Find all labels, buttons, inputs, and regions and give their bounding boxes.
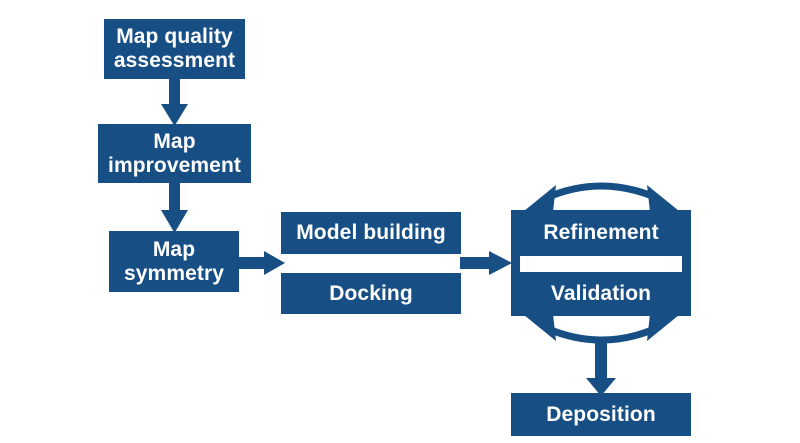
- node-deposition[interactable]: Deposition: [511, 393, 691, 436]
- cycle-block-left-rail: [511, 256, 520, 273]
- node-map-quality-assessment[interactable]: Map quality assessment: [104, 19, 245, 79]
- cycle-arc-bottom: [524, 312, 679, 344]
- node-map-symmetry[interactable]: Map symmetry: [109, 231, 239, 292]
- arrow-map-improvement-to-map-symmetry: [161, 181, 188, 233]
- node-label: Map symmetry: [123, 237, 225, 285]
- cycle-arc-top: [524, 182, 679, 214]
- node-docking[interactable]: Docking: [281, 273, 461, 314]
- node-map-improvement[interactable]: Map improvement: [98, 124, 251, 183]
- node-label: Model building: [296, 221, 446, 245]
- cycle-block-right-rail: [682, 256, 691, 273]
- node-model-building[interactable]: Model building: [281, 212, 461, 254]
- arrow-validation-to-deposition: [586, 340, 616, 396]
- arrow-model-group-to-refinement-cycle: [460, 251, 512, 275]
- node-label: Map improvement: [108, 129, 241, 177]
- node-label: Docking: [329, 281, 413, 305]
- arrow-map-symmetry-to-model-group: [237, 251, 285, 275]
- node-refinement[interactable]: Refinement: [511, 210, 691, 256]
- node-label: Deposition: [546, 402, 656, 426]
- node-label: Refinement: [543, 221, 659, 245]
- arrow-map-quality-to-map-improvement: [161, 76, 188, 126]
- node-validation[interactable]: Validation: [511, 272, 691, 316]
- node-label: Validation: [550, 282, 652, 306]
- node-label: Map quality assessment: [113, 25, 236, 72]
